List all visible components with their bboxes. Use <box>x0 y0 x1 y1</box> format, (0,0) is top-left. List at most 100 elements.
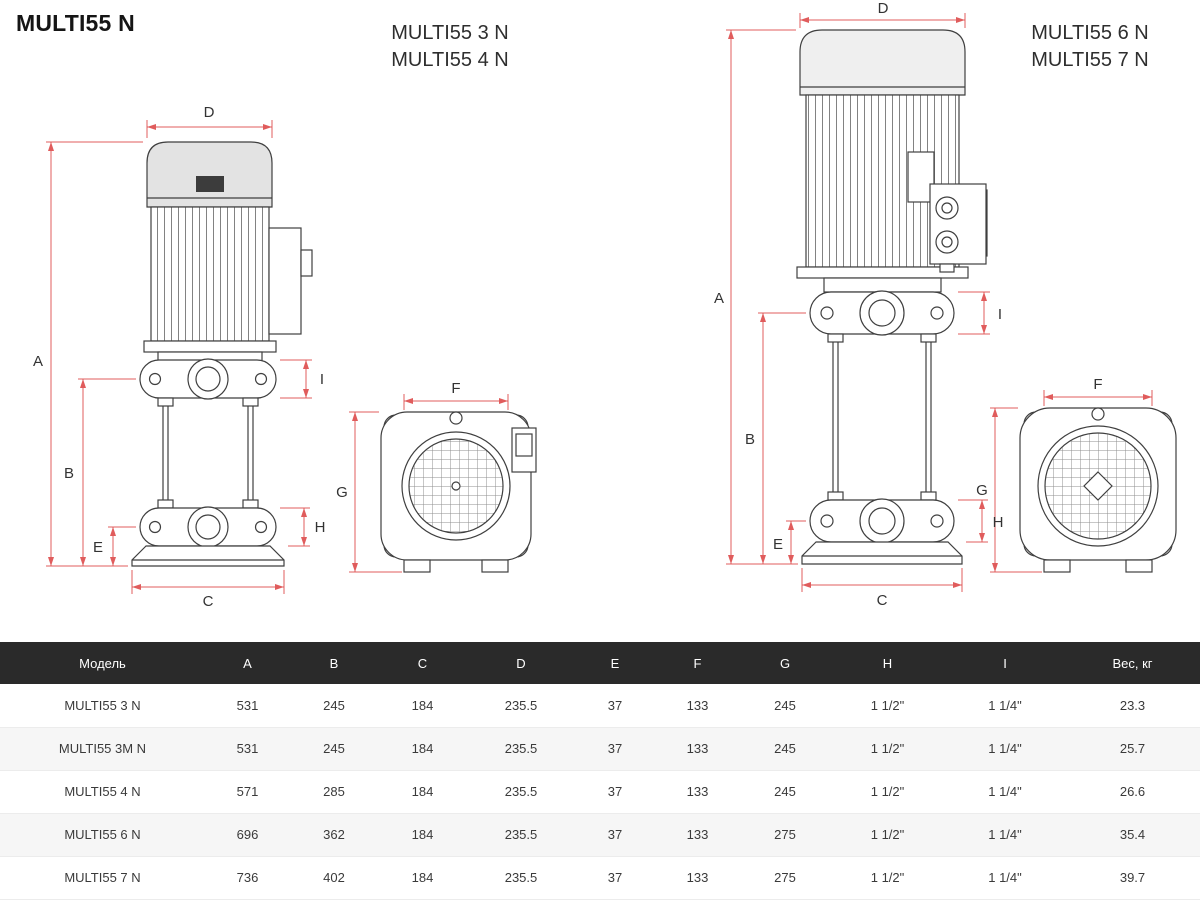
motor-body <box>143 206 277 353</box>
dim-g-large <box>990 407 1042 573</box>
dimension-lines-large <box>726 13 990 592</box>
dim-label-e-small: E <box>93 539 103 556</box>
dim-label-f-small: F <box>451 380 460 397</box>
drawing-label-small-group: MULTI55 3 N MULTI55 4 N <box>330 20 570 74</box>
cell: 37 <box>575 684 655 728</box>
tie-rods-large <box>827 333 937 501</box>
dim-c <box>131 570 285 594</box>
table-row: MULTI55 7 N 736 402 184 235.5 37 133 275… <box>0 856 1200 900</box>
table-row: MULTI55 4 N 571 285 184 235.5 37 133 245… <box>0 770 1200 814</box>
cell: 1 1/2" <box>830 856 945 900</box>
motor-cap-large <box>799 29 966 96</box>
cell: 1 1/4" <box>945 727 1065 771</box>
dim-d-large <box>799 13 966 28</box>
cell: 37 <box>575 727 655 771</box>
cell: 23.3 <box>1065 684 1200 728</box>
base-flange <box>139 506 277 548</box>
dim-g <box>349 411 402 573</box>
cell: 245 <box>740 770 830 814</box>
cell: 1 1/4" <box>945 813 1065 857</box>
cell: 35.4 <box>1065 813 1200 857</box>
cell: 133 <box>655 727 740 771</box>
cell: 184 <box>378 770 467 814</box>
base-feet <box>131 545 285 567</box>
cell: 133 <box>655 813 740 857</box>
pump-front-view-large <box>1019 407 1177 573</box>
dim-b-large <box>758 312 806 564</box>
cell: 736 <box>205 856 290 900</box>
cell-model: MULTI55 3M N <box>0 727 205 771</box>
dim-label-d-large: D <box>878 0 889 17</box>
dim-label-c-large: C <box>877 592 888 609</box>
dimension-labels: D A B E C I H F G D A B E C I H F G <box>33 0 1103 610</box>
cell: 696 <box>205 813 290 857</box>
dim-d <box>146 120 273 138</box>
dim-b <box>78 378 136 566</box>
cell: 37 <box>575 856 655 900</box>
dim-label-i-large: I <box>998 306 1002 323</box>
dim-label-d-small: D <box>204 104 215 121</box>
pump-head-flange-large <box>809 277 955 336</box>
dim-label-g-large: G <box>976 482 988 499</box>
label-multi55-3n: MULTI55 3 N <box>391 22 509 44</box>
cell: 245 <box>740 727 830 771</box>
cell: 285 <box>290 770 378 814</box>
tie-rods <box>157 397 259 509</box>
cell: 26.6 <box>1065 770 1200 814</box>
dim-h <box>280 507 310 547</box>
dim-e <box>108 526 136 566</box>
dim-label-h-small: H <box>315 519 326 536</box>
dim-f-large <box>1043 390 1153 406</box>
cell: 275 <box>740 813 830 857</box>
dimension-lines-front-small <box>349 394 509 573</box>
cell: 235.5 <box>467 856 575 900</box>
technical-drawings: D A B E C I H F G D A B E C I H F G <box>33 0 1177 610</box>
dim-label-b-large: B <box>745 431 755 448</box>
cell: 531 <box>205 684 290 728</box>
dim-h-large <box>958 499 988 543</box>
cell: 1 1/4" <box>945 770 1065 814</box>
dim-label-e-large: E <box>773 536 783 553</box>
cell: 235.5 <box>467 684 575 728</box>
page-title: MULTI55 N <box>16 10 135 36</box>
dim-c-large <box>801 568 963 592</box>
dim-label-h-large: H <box>993 514 1004 531</box>
drawing-label-large-group: MULTI55 6 N MULTI55 7 N <box>985 20 1195 74</box>
dim-i <box>280 359 312 399</box>
table-row: MULTI55 6 N 696 362 184 235.5 37 133 275… <box>0 813 1200 857</box>
cell-model: MULTI55 3 N <box>0 684 205 728</box>
cell: 275 <box>740 856 830 900</box>
label-multi55-7n: MULTI55 7 N <box>1031 49 1149 71</box>
dim-a-large <box>726 29 798 565</box>
cell: 184 <box>378 727 467 771</box>
col-header-i: I <box>945 642 1065 684</box>
cell: 133 <box>655 856 740 900</box>
col-header-a: A <box>205 642 290 684</box>
dim-label-c-small: C <box>203 593 214 610</box>
cell: 133 <box>655 684 740 728</box>
dim-e-large <box>786 520 806 564</box>
dim-a <box>46 141 143 567</box>
table-header-row: Модель A B C D E F G H I Вес, кг <box>0 642 1200 684</box>
cell: 235.5 <box>467 770 575 814</box>
col-header-e: E <box>575 642 655 684</box>
table-row: MULTI55 3M N 531 245 184 235.5 37 133 24… <box>0 727 1200 771</box>
cell: 362 <box>290 813 378 857</box>
cell: 1 1/2" <box>830 727 945 771</box>
col-header-f: F <box>655 642 740 684</box>
cell: 245 <box>740 684 830 728</box>
col-header-model: Модель <box>0 642 205 684</box>
cell: 402 <box>290 856 378 900</box>
cell-model: MULTI55 7 N <box>0 856 205 900</box>
label-multi55-6n: MULTI55 6 N <box>1031 22 1149 44</box>
label-multi55-4n: MULTI55 4 N <box>391 49 509 71</box>
cell-model: MULTI55 6 N <box>0 813 205 857</box>
terminal-box-large <box>929 183 988 273</box>
dimension-lines-small <box>46 120 312 594</box>
cell: 235.5 <box>467 813 575 857</box>
cell: 571 <box>205 770 290 814</box>
dim-label-a-small: A <box>33 353 43 370</box>
cell: 235.5 <box>467 727 575 771</box>
cell: 1 1/4" <box>945 856 1065 900</box>
